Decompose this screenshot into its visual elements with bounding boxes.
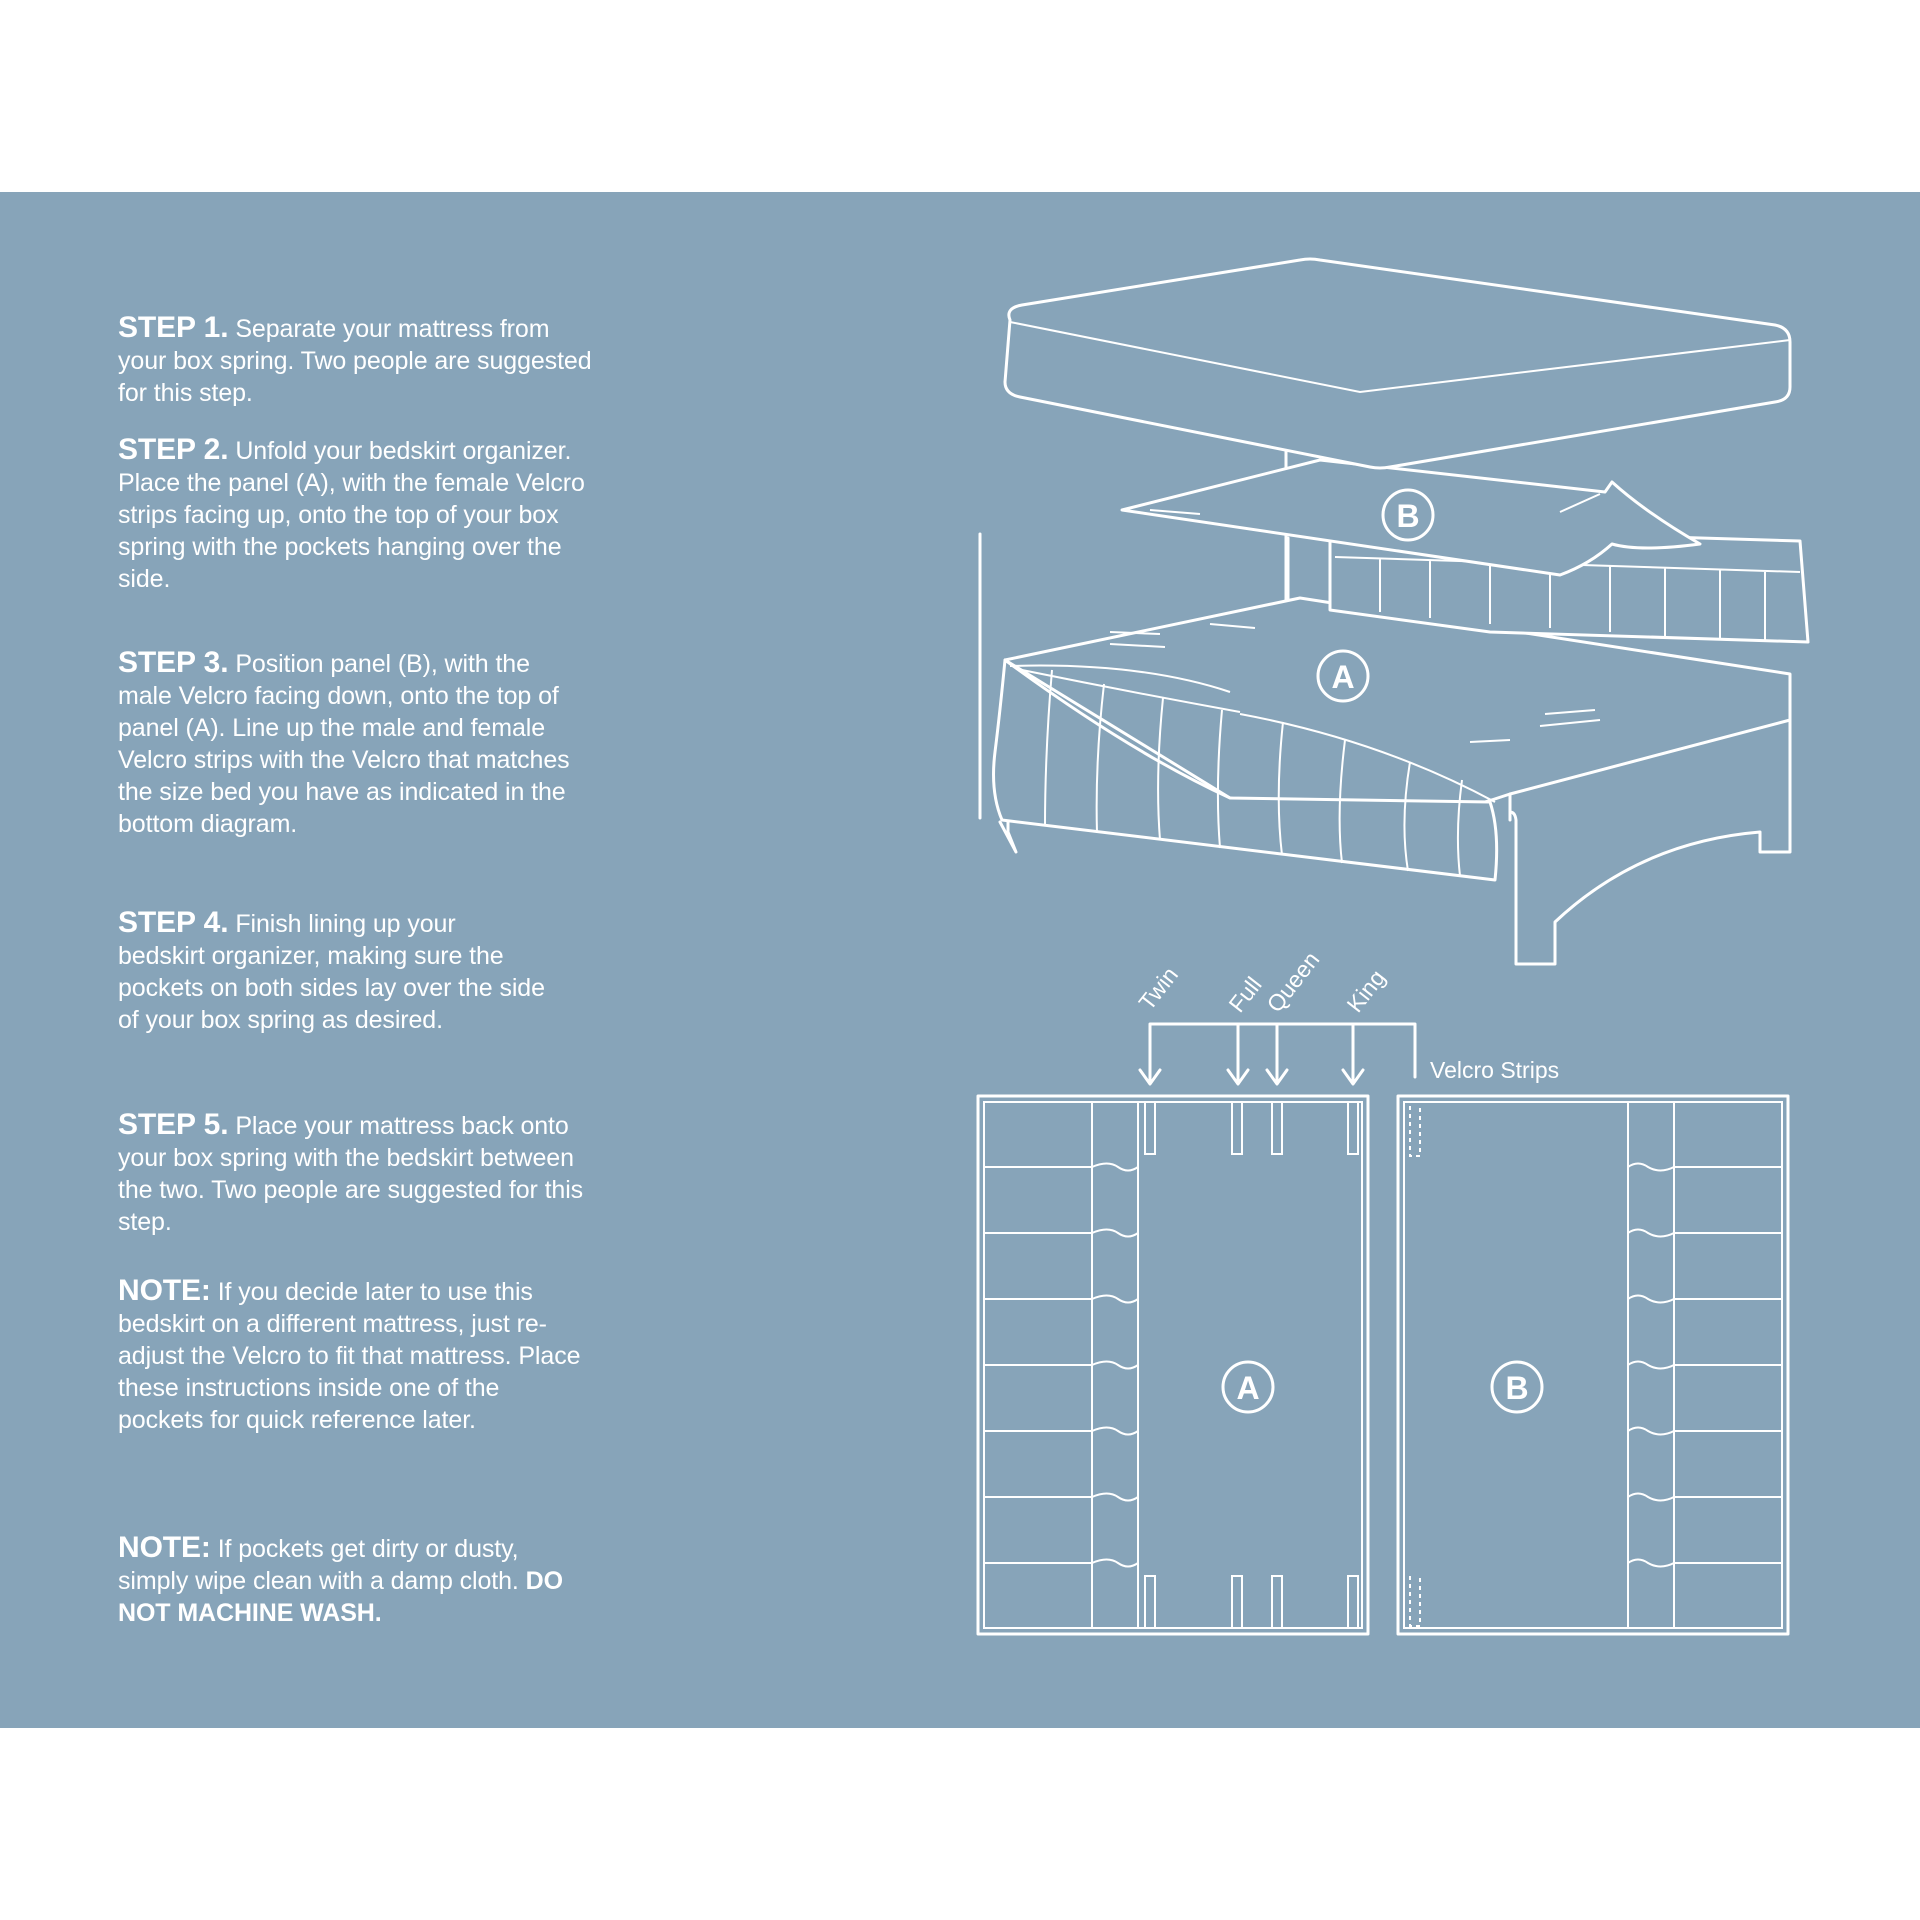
step-2-text: Unfold your bedskirt organizer. Place th… (118, 437, 585, 593)
step-4: STEP 4. Finish lining up your bedskirt o… (118, 907, 548, 1036)
panel-a-outline (976, 1094, 1370, 1636)
size-bracket (1148, 1022, 1417, 1084)
step-5: STEP 5. Place your mattress back onto yo… (118, 1109, 588, 1238)
panel-b-callout-letter: B (1505, 1370, 1528, 1406)
note-2: NOTE: If pockets get dirty or dusty, sim… (118, 1532, 588, 1629)
front-skirt (992, 658, 1499, 882)
size-label-queen: Queen (1261, 947, 1324, 1017)
panel-b-pockets (1674, 1166, 1782, 1564)
panel-a-callout-top-letter: A (1331, 659, 1354, 695)
step-3-label: STEP 3. (118, 646, 229, 679)
mattress-top-edge (1009, 321, 1791, 394)
velcro-strips-label: Velcro Strips (1430, 1057, 1559, 1083)
step-1-label: STEP 1. (118, 311, 229, 344)
bed-frame-illustration: A B (978, 257, 1810, 966)
size-arrow-heads (1138, 1068, 1365, 1086)
instruction-panel: STEP 1. Separate your mattress from your… (0, 192, 1920, 1728)
panel-b-velcro-dashed (1409, 1106, 1421, 1627)
step-3-text: Position panel (B), with the male Velcro… (118, 650, 570, 838)
step-5-text: Place your mattress back onto your box s… (118, 1112, 584, 1236)
step-2-label: STEP 2. (118, 433, 229, 466)
panel-b-outline (1396, 1094, 1790, 1636)
panel-b-callout-top (1381, 488, 1435, 542)
panel-a-callout-top (1316, 649, 1370, 703)
size-arrow-stems (1236, 1022, 1355, 1084)
panel-a-flat: A (976, 1094, 1370, 1636)
panel-a-callout (1221, 1360, 1275, 1414)
box-spring-side (1508, 718, 1792, 966)
step-4-label: STEP 4. (118, 906, 229, 939)
step-4-text: Finish lining up your bedskirt organizer… (118, 910, 545, 1034)
front-pocket-rims (1009, 664, 1496, 803)
mattress (1003, 257, 1792, 470)
panel-a-velcro-strips (1109, 623, 1601, 743)
front-pockets (1044, 669, 1463, 877)
note-2-text: If pockets get dirty or dusty, simply wi… (118, 1535, 519, 1595)
panel-a-pockets (984, 1166, 1092, 1564)
note-1: NOTE: If you decide later to use this be… (118, 1275, 588, 1436)
panel-a-velcro-top (1144, 1102, 1359, 1155)
panel-b-callout-top-letter: B (1396, 498, 1419, 534)
panel-a-pocket-divider (1091, 1102, 1139, 1628)
panel-a-callout-letter: A (1236, 1370, 1259, 1406)
panel-b-flat: B (1396, 1094, 1790, 1636)
size-label-king: King (1341, 965, 1390, 1017)
panel-a-pocket-rims (1091, 1162, 1139, 1568)
step-1: STEP 1. Separate your mattress from your… (118, 312, 598, 409)
step-5-label: STEP 5. (118, 1108, 229, 1141)
panel-b-pocket-rims (1627, 1162, 1675, 1568)
size-indicator: Twin Full Queen King Velcro Strips (1133, 947, 1559, 1086)
size-label-full: Full (1223, 972, 1266, 1017)
note-1-text: If you decide later to use this bedskirt… (118, 1278, 581, 1434)
step-3: STEP 3. Position panel (B), with the mal… (118, 647, 588, 840)
do-not-wash-warning: DO NOT MACHINE WASH. (118, 1567, 563, 1627)
panel-b-callout (1490, 1360, 1544, 1414)
size-label-twin: Twin (1133, 962, 1183, 1015)
note-2-label: NOTE: (118, 1531, 211, 1564)
panel-b-sheet (1120, 458, 1702, 577)
note-1-label: NOTE: (118, 1274, 211, 1307)
panel-b-pocket-divider (1627, 1102, 1675, 1628)
panel-a-velcro-bottom (1144, 1575, 1359, 1628)
assembly-diagram: A B Twin Full Queen King Velcro Strips (976, 257, 1810, 1636)
step-1-text: Separate your mattress from your box spr… (118, 315, 592, 407)
step-2: STEP 2. Unfold your bedskirt organizer. … (118, 434, 588, 595)
